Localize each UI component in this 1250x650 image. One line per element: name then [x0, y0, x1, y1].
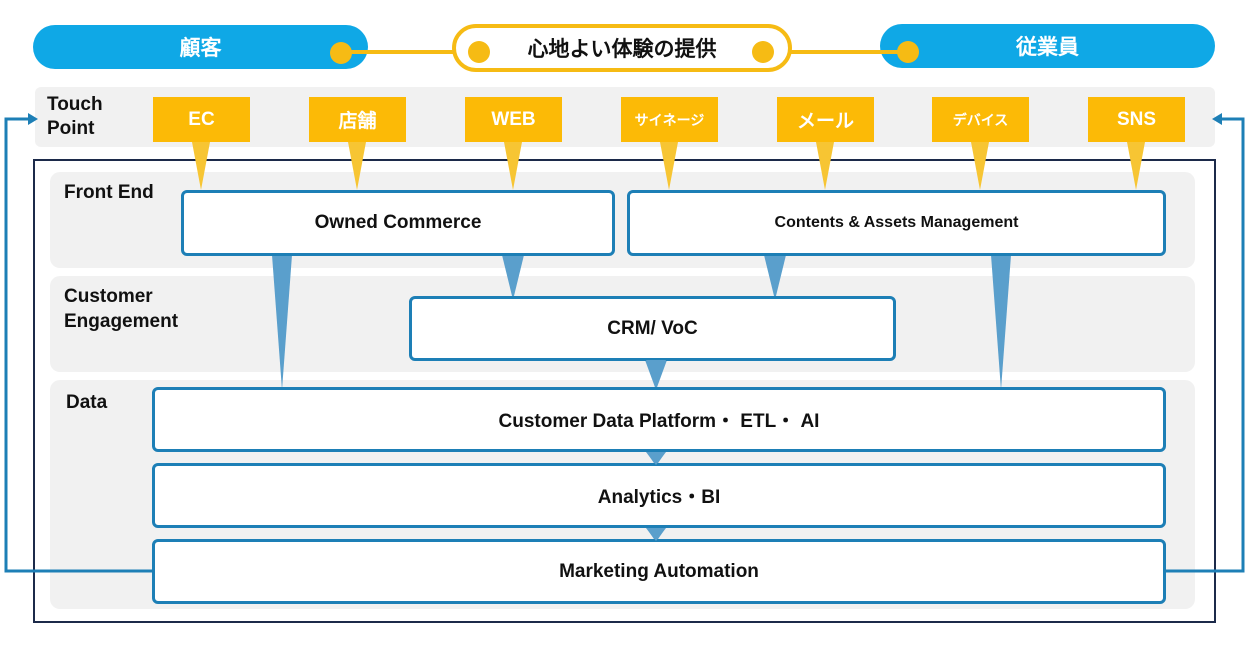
touch-point-box: EC [153, 97, 250, 142]
marketing-automation-box: Marketing Automation [152, 539, 1166, 604]
cdp-label: Customer Data Platform・ ETL・ AI [498, 411, 820, 432]
touch-point-box: デバイス [932, 97, 1029, 142]
touch-point-label: サイネージ [634, 111, 705, 128]
front-end-label: Front End [64, 182, 154, 203]
connector-dot [468, 41, 490, 63]
employee-label: 従業員 [1016, 36, 1079, 59]
crm-voc-box: CRM/ VoC [409, 296, 896, 361]
cdp-box: Customer Data Platform・ ETL・ AI [152, 387, 1166, 452]
touch-point-label: Touch Point [47, 94, 103, 139]
analytics-box: Analytics・BI [152, 463, 1166, 528]
connector-dot [752, 41, 774, 63]
touch-point-label: 店舗 [338, 111, 377, 132]
touch-point-label: デバイス [952, 111, 1009, 128]
touch-point-label: メール [796, 111, 854, 132]
touch-point-box: 店舗 [309, 97, 406, 142]
touch-point-label: EC [188, 108, 215, 130]
experience-pill: 心地よい体験の提供 [452, 24, 792, 72]
connector-dot [897, 41, 919, 63]
customer-label: 顧客 [179, 37, 222, 60]
employee-pill: 従業員 [880, 24, 1215, 68]
connector-dot [330, 42, 352, 64]
touch-point-label: WEB [491, 108, 536, 130]
analytics-label: Analytics・BI [597, 487, 721, 508]
owned-commerce-box: Owned Commerce [181, 190, 615, 256]
data-label: Data [66, 392, 108, 413]
connector-line-right [785, 50, 905, 54]
touch-point-box: メール [777, 97, 874, 142]
connector-line-left [345, 50, 460, 54]
touch-point-box: サイネージ [621, 97, 718, 142]
marketing-automation-label: Marketing Automation [559, 560, 759, 582]
customer-pill: 顧客 [33, 25, 368, 69]
crm-voc-label: CRM/ VoC [607, 317, 698, 339]
customer-engagement-label: Customer Engagement [64, 286, 179, 332]
owned-commerce-label: Owned Commerce [314, 212, 482, 233]
touch-point-box: WEB [465, 97, 562, 142]
experience-label: 心地よい体験の提供 [527, 38, 717, 61]
touch-point-box: SNS [1088, 97, 1185, 142]
contents-assets-label: Contents & Assets Management [774, 214, 1019, 231]
contents-assets-box: Contents & Assets Management [627, 190, 1166, 256]
touch-point-label: SNS [1116, 108, 1157, 130]
